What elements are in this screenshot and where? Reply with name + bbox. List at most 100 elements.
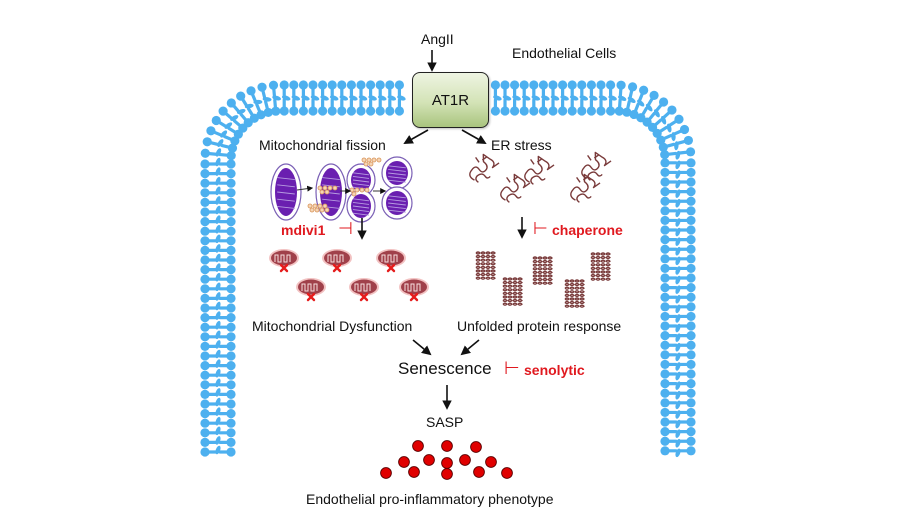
sasp-factor-dot xyxy=(441,440,453,452)
lipid-tail-middle xyxy=(215,340,221,349)
lipid-tail-middle xyxy=(675,333,681,342)
lipid-head xyxy=(375,106,385,116)
aggregate-coil xyxy=(600,263,606,267)
lipid-head xyxy=(200,418,210,428)
aggregate-coil xyxy=(485,272,491,277)
phospholipid xyxy=(660,427,696,438)
phospholipid xyxy=(200,224,236,236)
mdivi1-inhibitor-label: mdivi1 xyxy=(281,222,326,238)
mitochondrion-cristae xyxy=(277,205,295,209)
phenotype-label: Endothelial pro-inflammatory phenotype xyxy=(306,491,554,507)
lipid-head xyxy=(226,188,236,198)
protein-aggregate-icon xyxy=(590,252,611,281)
aggregate-coil xyxy=(605,255,611,260)
fission-protein-drop xyxy=(376,157,382,163)
mitochondrion-cristae xyxy=(352,212,370,216)
lipid-head xyxy=(226,322,236,332)
sasp-factor-dot xyxy=(441,457,453,469)
mitochondrion-cristae xyxy=(388,176,406,180)
damage-x-icon xyxy=(359,292,369,302)
aggregate-coil xyxy=(579,300,585,305)
aggregate-coil xyxy=(532,256,538,260)
fission-protein-drop xyxy=(359,187,365,193)
phospholipid xyxy=(200,330,236,342)
lipid-head xyxy=(226,217,236,227)
aggregate-coil xyxy=(564,282,570,287)
aggregate-coil xyxy=(605,266,611,271)
lipid-tail-middle xyxy=(236,108,246,115)
phospholipid xyxy=(538,80,550,116)
lipid-head xyxy=(686,215,696,226)
damaged-mitochondria-illustration xyxy=(269,249,429,302)
aggregate-coil xyxy=(507,284,513,288)
fission-protein-drop xyxy=(366,157,372,163)
protein-strand xyxy=(587,171,603,181)
lipid-head xyxy=(337,106,347,116)
phospholipid xyxy=(202,137,238,153)
lipid-tail-middle xyxy=(215,148,222,157)
lipid-head xyxy=(200,399,210,409)
mitochondrion-cristae xyxy=(352,179,370,183)
lipid-tail-middle xyxy=(387,95,397,101)
damage-x-icon xyxy=(386,263,396,273)
lipid-head xyxy=(200,351,210,361)
sasp-factor-dot xyxy=(473,466,485,478)
aggregate-coil xyxy=(569,304,575,308)
lipid-head xyxy=(660,292,670,302)
phospholipid xyxy=(200,388,236,399)
lipid-tail-middle xyxy=(215,330,221,340)
damaged-mitochondrion-icon xyxy=(296,278,326,302)
lipid-head xyxy=(200,341,210,351)
lipid-head xyxy=(226,409,236,419)
aggregate-coil xyxy=(532,263,538,267)
phospholipid xyxy=(200,186,236,198)
damaged-mito-cristae xyxy=(354,283,371,292)
lipid-head xyxy=(226,447,236,457)
aggregate-coil xyxy=(512,277,518,281)
lipid-head xyxy=(200,437,210,447)
aggregate-coil xyxy=(564,286,570,290)
aggregate-coil xyxy=(490,251,496,255)
phospholipid xyxy=(577,80,589,116)
aggregate-coil xyxy=(605,252,611,256)
lipid-head xyxy=(577,80,587,90)
lipid-head xyxy=(200,245,210,255)
mitochondrion-icon xyxy=(381,186,413,220)
lipid-head xyxy=(200,169,210,179)
aggregate-coil xyxy=(532,277,538,282)
lipid-head xyxy=(226,361,236,371)
phospholipid xyxy=(622,82,638,117)
fission-protein-drop xyxy=(322,185,328,191)
lipid-head xyxy=(567,80,577,90)
lipid-head xyxy=(658,142,668,152)
aggregate-coil xyxy=(605,263,611,267)
mitochondrion-cristae xyxy=(352,205,370,209)
lipid-head xyxy=(686,263,696,274)
aggregate-coil xyxy=(569,300,575,305)
mitochondrion-cristae xyxy=(388,179,406,183)
lipid-head xyxy=(200,447,210,457)
inhibit-symbol-chaperone: ⊢ xyxy=(533,219,548,238)
lipid-head xyxy=(226,293,236,303)
aggregate-coil xyxy=(517,284,523,288)
lipid-head xyxy=(660,225,670,235)
lipid-head xyxy=(686,417,696,427)
lipid-head xyxy=(226,197,236,207)
er-stress-label: ER stress xyxy=(491,137,552,153)
phospholipid xyxy=(658,135,693,152)
lipid-head xyxy=(686,340,696,350)
aggregate-coil xyxy=(502,298,508,303)
lipid-tail-middle xyxy=(215,205,221,215)
lipid-head xyxy=(279,80,289,90)
lipid-tail-middle xyxy=(244,103,254,109)
sasp-factor-dot xyxy=(441,468,453,480)
ligand-label: AngII xyxy=(421,31,454,47)
mitochondrion-cristae xyxy=(277,198,295,202)
sasp-factor-dot xyxy=(470,441,482,453)
phospholipid xyxy=(660,167,696,179)
fission-protein-drop xyxy=(319,207,325,213)
fission-protein-drop xyxy=(324,207,330,213)
lipid-head xyxy=(226,341,236,351)
phospholipid xyxy=(200,340,236,351)
lipid-tail-middle xyxy=(215,272,221,282)
